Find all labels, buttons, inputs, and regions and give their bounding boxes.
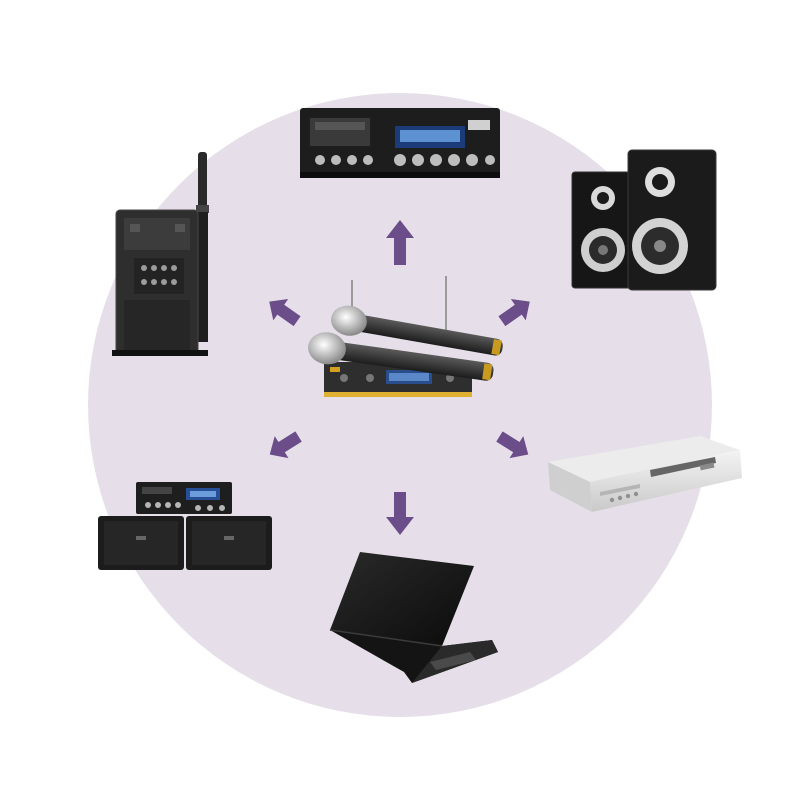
wireless-microphone-icon bbox=[308, 276, 503, 397]
laptop-icon bbox=[329, 552, 498, 683]
amplifier-icon bbox=[300, 108, 500, 178]
portable-speaker-icon bbox=[112, 152, 209, 356]
arrow-down-right-to-dvd bbox=[496, 431, 529, 459]
speaker-pair-icon bbox=[571, 149, 717, 291]
arrow-up-to-amplifier bbox=[386, 220, 414, 265]
arrow-up-left-to-pa-speaker bbox=[269, 299, 301, 327]
dvd-player-icon bbox=[548, 436, 742, 512]
arrow-up-right-to-speakers bbox=[498, 299, 530, 327]
arrow-down-to-laptop bbox=[386, 492, 414, 535]
arrow-down-left-to-karaoke bbox=[269, 431, 302, 459]
karaoke-system-icon bbox=[98, 482, 272, 570]
